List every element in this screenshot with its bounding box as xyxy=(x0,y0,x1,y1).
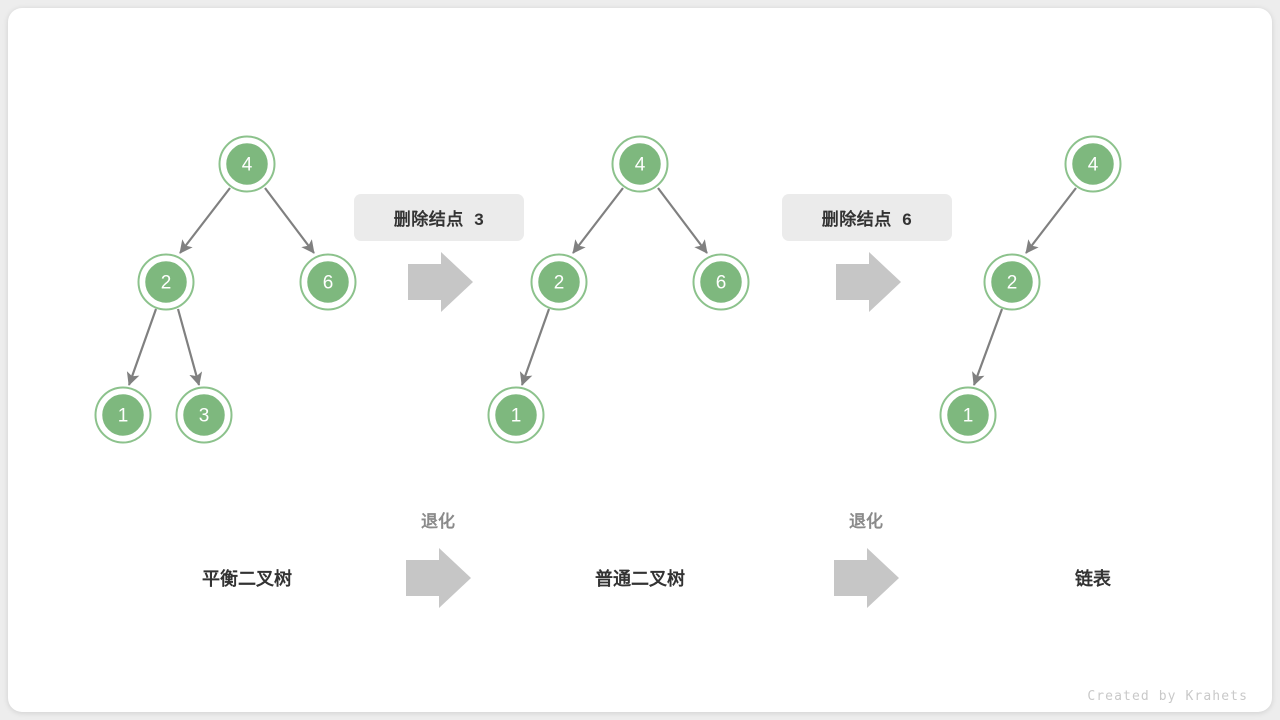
node-label: 6 xyxy=(323,273,334,294)
edge-4-2 xyxy=(1025,187,1077,254)
node-label: 1 xyxy=(118,406,129,427)
edge-4-6 xyxy=(264,187,315,254)
node-label: 2 xyxy=(1007,273,1018,294)
tree-node[interactable]: 4 xyxy=(218,135,276,193)
node-label: 3 xyxy=(199,406,210,427)
operation-chip-delete-node-6: 删除结点 6 xyxy=(782,194,952,241)
tree-ordinary-binary-tree: 4 2 6 1 xyxy=(487,135,750,444)
tree-node[interactable]: 1 xyxy=(487,386,545,444)
tree-edges xyxy=(972,187,1077,386)
tree-linked-list: 4 2 1 xyxy=(939,135,1122,444)
transition-arrow-icon xyxy=(408,252,473,312)
node-label: 4 xyxy=(242,155,253,176)
sublabel-degenerate-1: 退化 xyxy=(388,507,488,532)
sublabel-degenerate-2: 退化 xyxy=(816,507,916,532)
tree-balanced-binary-tree: 4 2 6 1 xyxy=(94,135,357,444)
tree-node[interactable]: 2 xyxy=(983,253,1041,311)
tree-edges xyxy=(126,187,315,386)
degeneration-arrow-icon xyxy=(406,548,471,608)
edge-2-1 xyxy=(519,308,551,386)
diagram-card: 4 2 6 1 xyxy=(8,8,1272,712)
edge-2-3 xyxy=(176,308,203,386)
operation-chip-delete-node-3: 删除结点 3 xyxy=(354,194,524,241)
tree-node[interactable]: 6 xyxy=(299,253,357,311)
edge-2-1 xyxy=(972,308,1004,386)
diagram-stage: 4 2 6 1 xyxy=(8,8,1272,712)
edge-2-1 xyxy=(126,308,158,386)
tree-node[interactable]: 1 xyxy=(94,386,152,444)
edge-4-6 xyxy=(657,187,708,254)
tree-node[interactable]: 2 xyxy=(530,253,588,311)
caption-text: 平衡二叉树 xyxy=(202,569,292,589)
node-label: 1 xyxy=(511,406,522,427)
node-label: 4 xyxy=(635,155,646,176)
caption-balanced-binary-tree: 平衡二叉树 xyxy=(127,565,367,591)
caption-text: 普通二叉树 xyxy=(595,569,685,589)
caption-text: 链表 xyxy=(1075,569,1111,589)
node-label: 6 xyxy=(716,273,727,294)
tree-node[interactable]: 4 xyxy=(1064,135,1122,193)
node-label: 4 xyxy=(1088,155,1099,176)
caption-ordinary-binary-tree: 普通二叉树 xyxy=(520,565,760,591)
edge-4-2 xyxy=(572,187,624,254)
transition-arrow-icon xyxy=(836,252,901,312)
watermark-credit: Created by Krahets xyxy=(1087,689,1248,704)
tree-node[interactable]: 1 xyxy=(939,386,997,444)
tree-node[interactable]: 6 xyxy=(692,253,750,311)
operation-chip-label: 删除结点 3 xyxy=(393,210,485,229)
node-label: 2 xyxy=(161,273,172,294)
sublabel-text: 退化 xyxy=(421,512,455,531)
tree-node[interactable]: 2 xyxy=(137,253,195,311)
edge-4-2 xyxy=(179,187,231,254)
tree-node[interactable]: 3 xyxy=(175,386,233,444)
tree-node[interactable]: 4 xyxy=(611,135,669,193)
caption-linked-list: 链表 xyxy=(973,565,1213,591)
tree-degeneration-diagram: 4 2 6 1 xyxy=(94,135,1122,608)
node-label: 1 xyxy=(963,406,974,427)
node-label: 2 xyxy=(554,273,565,294)
operation-chip-label: 删除结点 6 xyxy=(821,210,913,229)
tree-edges xyxy=(519,187,708,386)
sublabel-text: 退化 xyxy=(849,512,883,531)
degeneration-arrow-icon xyxy=(834,548,899,608)
